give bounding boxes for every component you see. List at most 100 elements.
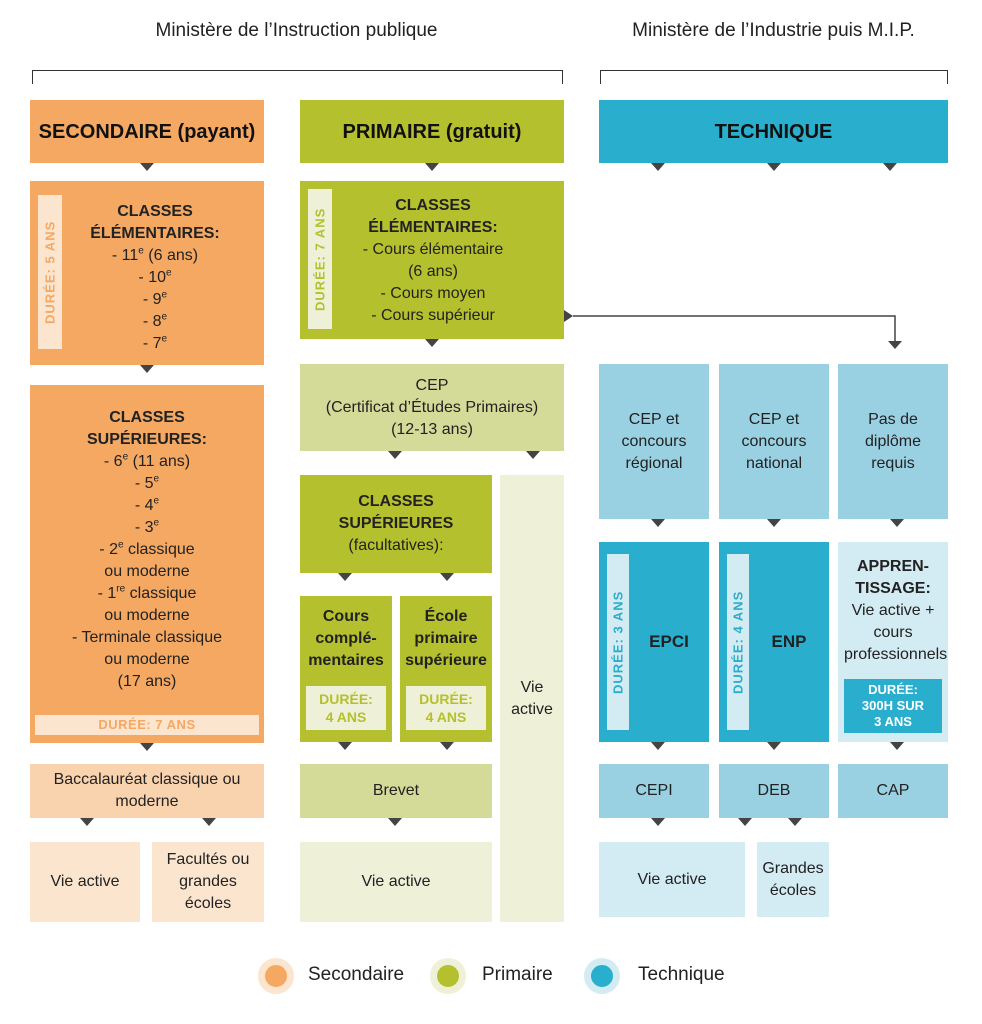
cep-line2: (Certificat d’Études Primaires) xyxy=(325,398,539,416)
technique-epci: DURÉE: 3 ANS EPCI xyxy=(599,542,709,742)
arrow-down xyxy=(526,451,540,459)
header-secondaire: SECONDAIRE (payant) xyxy=(30,100,264,163)
list-item: ou moderne xyxy=(104,563,190,580)
arrow-down xyxy=(140,163,154,171)
elem-title-line1: CLASSES xyxy=(395,197,471,214)
technique-cap: CAP xyxy=(838,764,948,818)
duration-badge xyxy=(607,554,629,730)
duration-badge: DURÉE: 300H SUR 3 ANS xyxy=(844,679,942,733)
technique-enp: DURÉE: 4 ANS ENP xyxy=(719,542,829,742)
primaire-classes-elementaires: DURÉE: 7 ANS CLASSES ÉLÉMENTAIRES: - Cou… xyxy=(300,181,564,339)
ministry-industrie-bracket xyxy=(600,70,948,84)
legend-primaire-icon xyxy=(430,958,466,994)
duration-badge xyxy=(727,554,749,730)
secondaire-classes-superieures: CLASSES SUPÉRIEURES: - 6e (11 ans) - 5e … xyxy=(30,385,264,743)
secondaire-vie-active: Vie active xyxy=(30,842,140,922)
arrow-down xyxy=(767,519,781,527)
list-item: - 9e xyxy=(142,289,168,308)
arrow-down xyxy=(738,818,752,826)
arrow-down xyxy=(883,163,897,171)
elem-title-line1: CLASSES xyxy=(117,203,193,220)
arrow-down xyxy=(80,818,94,826)
arrow-down xyxy=(440,742,454,750)
header-technique: TECHNIQUE xyxy=(599,100,948,163)
vie-active-tall: Vie active xyxy=(500,475,564,922)
technique-entry-apprentissage: Pas de diplôme requis xyxy=(838,364,948,519)
arrow-down xyxy=(767,163,781,171)
sup-title-line2: SUPÉRIEURES: xyxy=(86,431,208,448)
list-item: (17 ans) xyxy=(117,673,177,690)
cep-line3: (12-13 ans) xyxy=(391,420,473,438)
duration-badge: DURÉE: 4 ANS xyxy=(306,686,386,730)
list-item: ou moderne xyxy=(104,607,190,624)
arrow-down xyxy=(338,742,352,750)
primaire-cours-complementaires: Cours complé- mentaires DURÉE: 4 ANS xyxy=(300,596,392,742)
arrow-down xyxy=(651,163,665,171)
elem-title-line2: ÉLÉMENTAIRES: xyxy=(90,225,220,242)
technique-grandes-ecoles: Grandes écoles xyxy=(757,842,829,917)
cours-comp-title: Cours complé- mentaires xyxy=(308,608,384,669)
list-item: - Cours moyen xyxy=(380,285,486,302)
arrow-down xyxy=(890,519,904,527)
list-item: - 4e xyxy=(134,495,160,514)
technique-entry-regional: CEP et concours régional xyxy=(599,364,709,519)
ministry-instruction-label: Ministère de l’Instruction publique xyxy=(155,20,438,41)
primaire-vie-active: Vie active xyxy=(300,842,492,922)
list-item: ou moderne xyxy=(104,651,190,668)
arrow-down xyxy=(140,743,154,751)
arrow-down xyxy=(338,573,352,581)
duration-label: DURÉE: 7 ANS xyxy=(312,207,328,311)
technique-apprentissage: APPREN- TISSAGE: Vie active + cours prof… xyxy=(838,542,948,742)
arrow-down xyxy=(651,519,665,527)
arrow-down xyxy=(425,163,439,171)
enp-label: ENP xyxy=(771,632,807,651)
legend-secondaire-icon xyxy=(258,958,294,994)
arrow-down xyxy=(388,818,402,826)
epci-label: EPCI xyxy=(649,632,689,651)
technique-cepi: CEPI xyxy=(599,764,709,818)
list-item: - 7e xyxy=(142,333,168,352)
arrow-down xyxy=(440,573,454,581)
primaire-classes-superieures: CLASSES SUPÉRIEURES (facultatives): xyxy=(300,475,492,573)
duration-badge xyxy=(308,189,332,329)
technique-deb: DEB xyxy=(719,764,829,818)
elem-title-line2: ÉLÉMENTAIRES: xyxy=(368,219,498,236)
technique-entry-national: CEP et concours national xyxy=(719,364,829,519)
list-item: - 10e xyxy=(138,267,172,286)
legend-technique-icon xyxy=(584,958,620,994)
arrow-down xyxy=(388,451,402,459)
arrow-down xyxy=(788,818,802,826)
secondaire-classes-elementaires: DURÉE: 5 ANS CLASSES ÉLÉMENTAIRES: - 11e… xyxy=(30,181,264,365)
ministry-industrie-label: Ministère de l’Industrie puis M.I.P. xyxy=(632,20,915,41)
list-item: - Cours élémentaire xyxy=(362,241,504,258)
elem-content: CLASSES ÉLÉMENTAIRES: - 11e (6 ans) - 10… xyxy=(70,201,240,355)
app-content: APPREN- TISSAGE: Vie active + cours prof… xyxy=(844,558,948,663)
arrow-down xyxy=(767,742,781,750)
list-item: - 3e xyxy=(134,517,160,536)
arrow-down xyxy=(425,339,439,347)
elem-content: CLASSES ÉLÉMENTAIRES: - Cours élémentair… xyxy=(338,195,528,327)
list-item: (6 ans) xyxy=(408,263,458,280)
secondaire-facultes: Facultés ou grandes écoles xyxy=(152,842,264,922)
list-item: - Terminale classique xyxy=(72,629,222,646)
list-item: - 8e xyxy=(142,311,168,330)
secondaire-baccalaureat: Baccalauréat classique ou moderne xyxy=(30,764,264,818)
sup-title-line1: CLASSES xyxy=(109,409,185,426)
duration-badge: DURÉE: 4 ANS xyxy=(406,686,486,730)
sup-title-line2: SUPÉRIEURES xyxy=(338,515,454,532)
sup-content: CLASSES SUPÉRIEURES: - 6e (11 ans) - 5e … xyxy=(30,407,264,693)
arrow-down xyxy=(890,742,904,750)
arrow-down xyxy=(140,365,154,373)
arrow-down xyxy=(202,818,216,826)
legend-secondaire-label: Secondaire xyxy=(308,964,405,985)
sup-subtitle: (facultatives): xyxy=(348,537,444,554)
duration-label: DURÉE: 3 ANS xyxy=(610,590,626,694)
legend-primaire-label: Primaire xyxy=(482,964,553,985)
duration-label: DURÉE: 4 ANS xyxy=(730,590,746,694)
list-item: - 5e xyxy=(134,473,160,492)
legend-technique-label: Technique xyxy=(638,964,725,985)
list-item: - 1re classique xyxy=(97,583,197,602)
connector-arrow xyxy=(564,310,902,349)
duration-badge xyxy=(38,195,62,349)
duration-label: DURÉE: 5 ANS xyxy=(42,220,58,324)
